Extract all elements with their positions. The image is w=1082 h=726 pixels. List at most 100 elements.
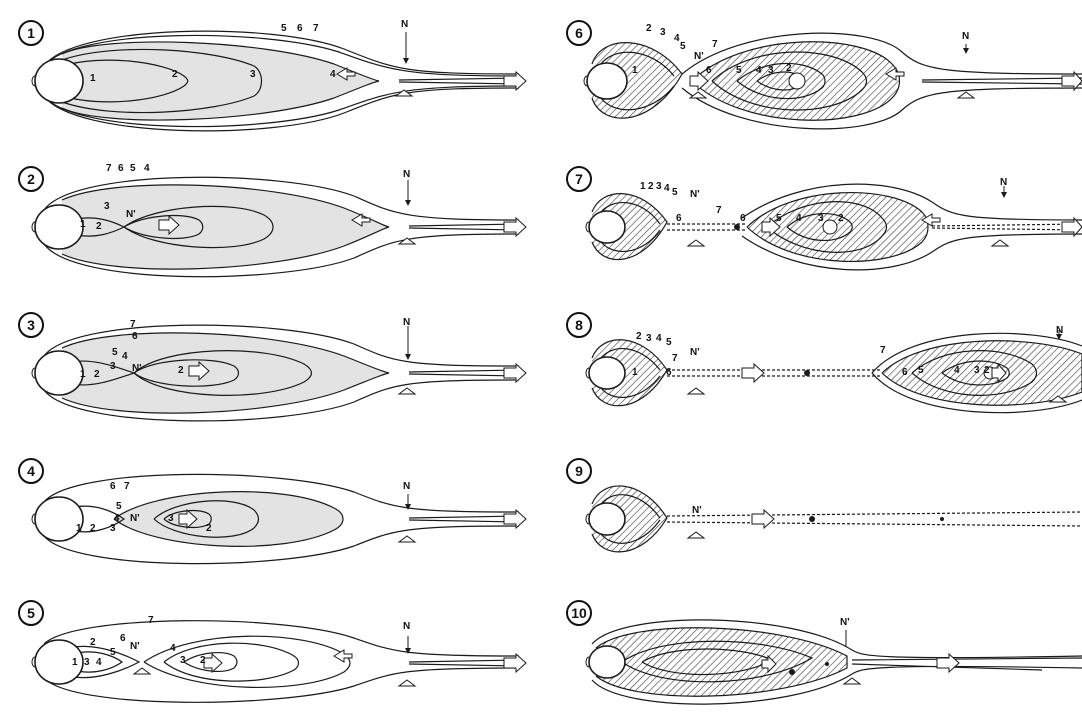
label-6: 6	[706, 66, 712, 76]
label-n: N	[962, 32, 969, 42]
label-5: 5	[116, 502, 122, 512]
label-5b: 5	[776, 214, 782, 224]
label-2: 2	[636, 332, 642, 342]
label-3b: 3	[974, 366, 980, 376]
label-1: 1	[80, 220, 86, 230]
label-2b: 2	[838, 214, 844, 224]
label-2: 2	[646, 24, 652, 34]
label-2: 2	[96, 222, 102, 232]
label-3: 3	[656, 182, 662, 192]
label-1: 1	[632, 368, 638, 378]
label-7: 7	[148, 616, 154, 626]
label-3: 3	[250, 70, 256, 80]
label-n: N	[1000, 178, 1007, 188]
label-3: 3	[660, 28, 666, 38]
label-4: 4	[664, 184, 670, 194]
panel-10-flow-drawing	[562, 594, 1082, 724]
label-1: 1	[632, 66, 638, 76]
label-3: 3	[104, 202, 110, 212]
label-n: N	[403, 318, 410, 328]
panel-8: 8	[562, 306, 1082, 438]
label-2: 2	[94, 370, 100, 380]
label-5: 5	[666, 338, 672, 348]
panel-3: 3 1 2 2 3 4 5 6 7 N' N	[14, 306, 534, 438]
label-2b: 2	[200, 656, 206, 666]
label-n-prime: N'	[130, 514, 140, 524]
label-5: 5	[680, 42, 686, 52]
label-1: 1	[76, 524, 82, 534]
label-2: 2	[648, 182, 654, 192]
label-4: 4	[674, 34, 680, 44]
label-n: N	[403, 170, 410, 180]
label-7: 7	[672, 354, 678, 364]
label-2b: 2	[178, 366, 184, 376]
panel-6: 6	[562, 14, 1082, 146]
label-6: 6	[132, 332, 138, 342]
panel-4: 4 1 2 2 3 3 4 5 6 7 N'	[14, 452, 534, 584]
label-6: 6	[118, 164, 124, 174]
label-n-prime: N'	[690, 348, 700, 358]
panel-10: 10 N'	[562, 594, 1082, 726]
label-n-prime: N'	[126, 210, 136, 220]
label-n: N	[1056, 326, 1063, 336]
label-n-prime: N'	[840, 618, 850, 628]
label-n-prime: N'	[130, 642, 140, 652]
label-3: 3	[110, 524, 116, 534]
label-6: 6	[676, 214, 682, 224]
label-1: 1	[640, 182, 646, 192]
label-6: 6	[120, 634, 126, 644]
label-6: 6	[297, 24, 303, 34]
label-3b: 3	[168, 514, 174, 524]
label-7b: 7	[880, 346, 886, 356]
label-1: 1	[90, 74, 96, 84]
label-2: 2	[90, 638, 96, 648]
label-5: 5	[112, 348, 118, 358]
label-3: 3	[110, 362, 116, 372]
label-7: 7	[124, 482, 130, 492]
label-6: 6	[666, 368, 672, 378]
label-5: 5	[281, 24, 287, 34]
label-4b: 4	[796, 214, 802, 224]
label-3b: 3	[180, 656, 186, 666]
label-4: 4	[96, 658, 102, 668]
label-2: 2	[90, 524, 96, 534]
label-1: 1	[80, 370, 86, 380]
label-4b: 4	[756, 66, 762, 76]
label-5b: 5	[736, 66, 742, 76]
label-3b: 3	[768, 66, 774, 76]
label-3b: 3	[818, 214, 824, 224]
label-n-prime: N'	[692, 506, 702, 516]
label-3: 3	[84, 658, 90, 668]
label-4b: 4	[170, 644, 176, 654]
panel-9: 9 N'	[562, 452, 1082, 584]
panel-1: 1 1 2 3 4 5 6 7 N	[14, 14, 534, 146]
label-6b: 6	[902, 368, 908, 378]
label-n-prime: N'	[690, 190, 700, 200]
label-4: 4	[122, 352, 128, 362]
label-4: 4	[114, 514, 120, 524]
label-2b: 2	[206, 524, 212, 534]
label-2b: 2	[984, 366, 990, 376]
label-4: 4	[656, 334, 662, 344]
label-n-prime: N'	[132, 364, 142, 374]
label-2b: 2	[786, 64, 792, 74]
panel-7: 7	[562, 160, 1082, 292]
label-7: 7	[712, 40, 718, 50]
label-7: 7	[130, 320, 136, 330]
panel-2-flow-drawing	[14, 160, 534, 292]
label-7: 7	[106, 164, 112, 174]
label-1: 1	[72, 658, 78, 668]
label-5: 5	[130, 164, 136, 174]
label-5b: 5	[918, 366, 924, 376]
label-n: N	[401, 20, 408, 30]
panel-8-flow-drawing	[562, 306, 1082, 438]
panel-5-flow-drawing	[14, 594, 534, 724]
panel-6-flow-drawing	[562, 14, 1082, 146]
panel-3-flow-drawing	[14, 306, 534, 438]
label-7: 7	[716, 206, 722, 216]
panel-2: 2 1 2 3 4 5 6 7 N' N	[14, 160, 534, 292]
panel-9-flow-drawing	[562, 452, 1082, 584]
label-6: 6	[110, 482, 116, 492]
label-4: 4	[144, 164, 150, 174]
